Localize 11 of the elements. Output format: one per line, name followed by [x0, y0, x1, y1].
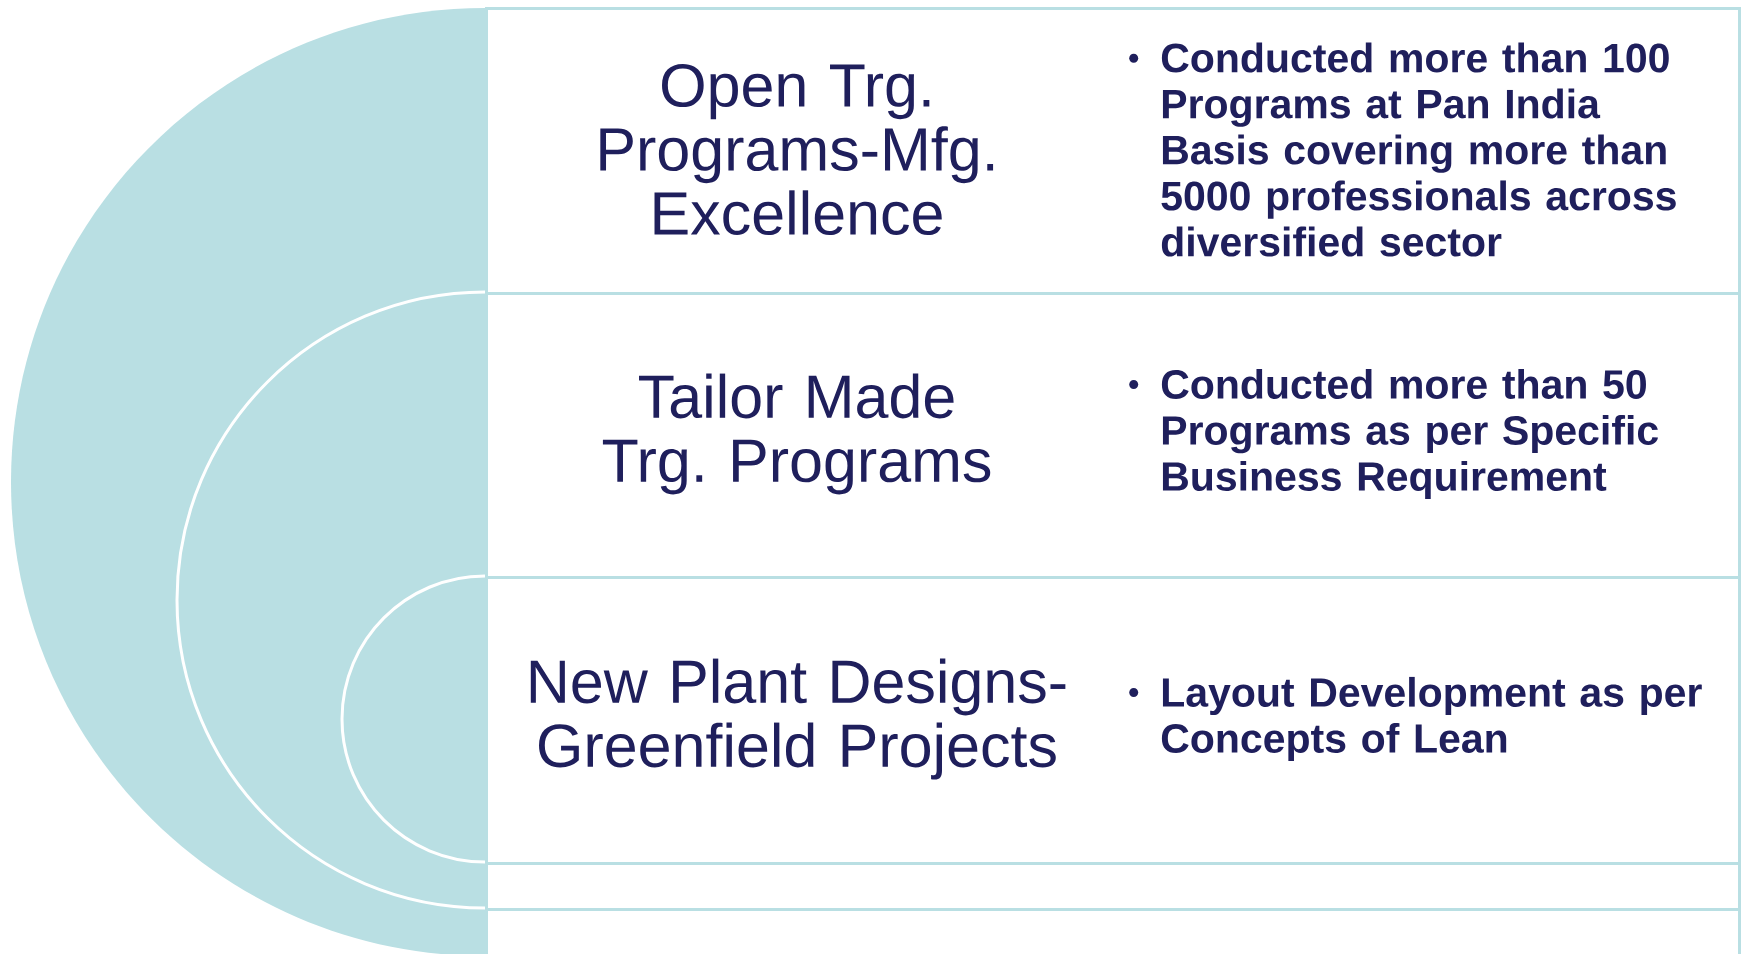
- row-title: Tailor Made Trg. Programs: [602, 373, 991, 495]
- row-box: [485, 576, 1741, 865]
- row-box: [485, 7, 1741, 295]
- bullet-text: Conducted more than 100 Programs at Pan India Basis covering more than 5000 professionals across diversified sector: [1161, 42, 1676, 257]
- bullet-text: Layout Development as per Concepts of Lean: [1161, 676, 1702, 762]
- row-title: Open Trg. Programs-Mfg. Excellence: [600, 63, 994, 236]
- bullet-text: Conducted more than 50 Programs as per Specific Business Requirement: [1161, 368, 1658, 500]
- row-title: New Plant Designs-Greenfield Projects: [530, 658, 1066, 780]
- strip-box: [485, 862, 1741, 911]
- strip-box: [485, 908, 1741, 954]
- row-box: [485, 292, 1741, 579]
